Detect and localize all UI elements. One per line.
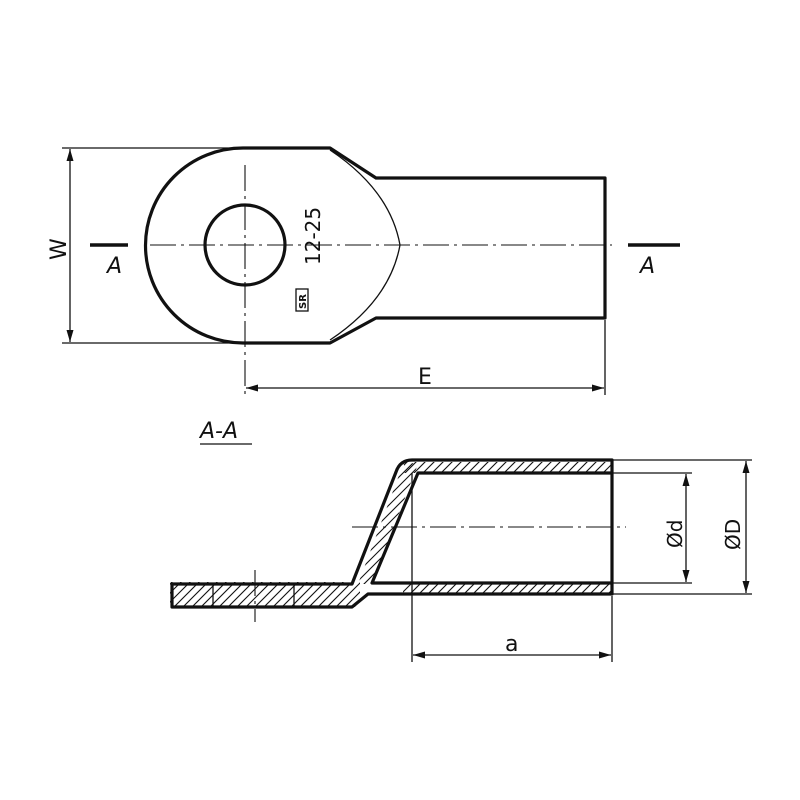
manufacturer-logo: SR <box>295 288 309 312</box>
section-hatching <box>170 462 612 607</box>
section-mark-right-label: A <box>638 254 655 279</box>
dimension-d-inner: Ød <box>612 472 692 584</box>
svg-text:W: W <box>47 238 72 260</box>
section-outer-contour <box>170 458 614 609</box>
section-mark-left-label: A <box>105 254 122 279</box>
svg-text:a: a <box>505 632 518 657</box>
dimension-w: W <box>47 147 243 344</box>
dimension-e: E <box>246 320 606 395</box>
size-stamp: 12-25 <box>301 207 325 265</box>
svg-text:SR: SR <box>298 294 309 309</box>
svg-text:ØD: ØD <box>721 519 745 550</box>
dimension-d-outer: ØD <box>612 459 752 595</box>
section-inner-contour <box>370 471 614 585</box>
svg-text:E: E <box>418 365 432 390</box>
section-view: A-A a Ød <box>170 419 752 662</box>
section-title: A-A <box>198 419 238 444</box>
dimension-a: a <box>413 596 613 662</box>
svg-text:Ød: Ød <box>663 520 687 548</box>
top-view: A A 12-25 SR W E <box>47 146 680 395</box>
